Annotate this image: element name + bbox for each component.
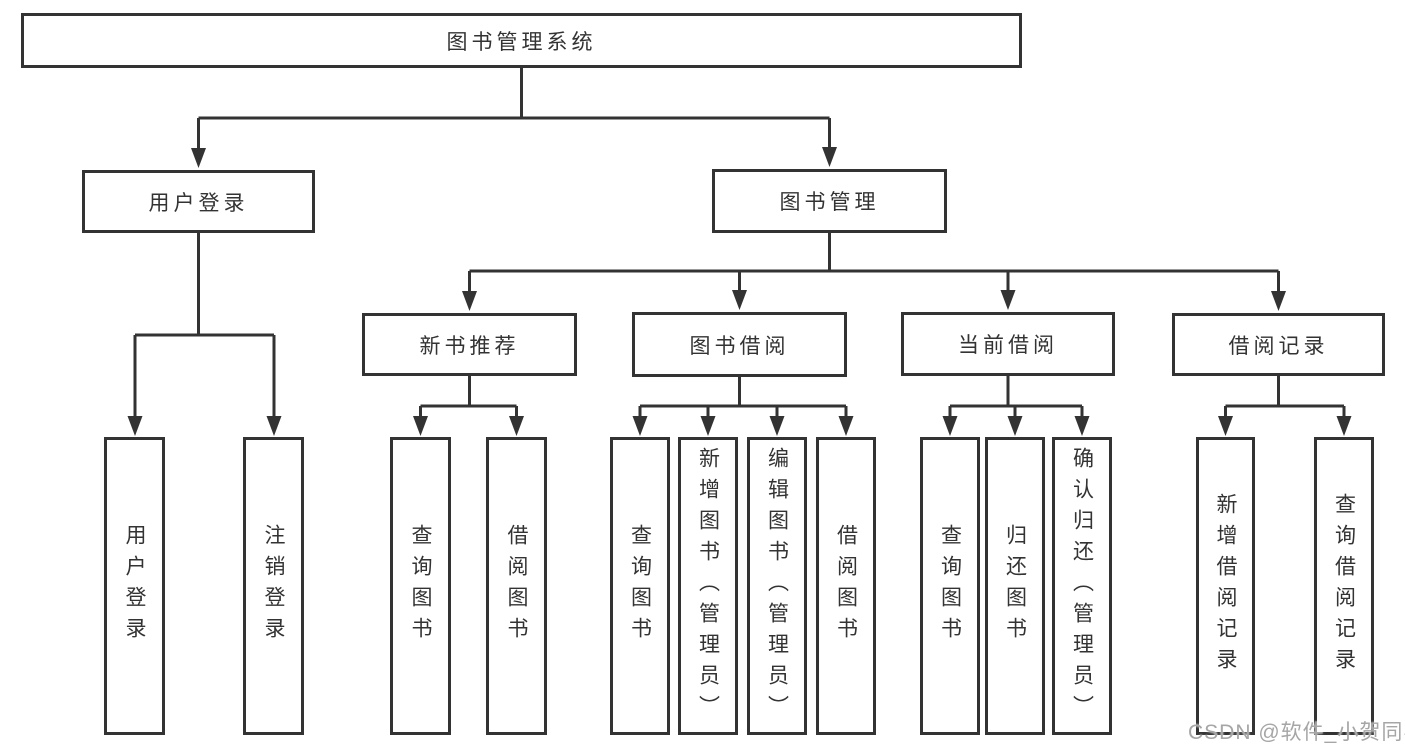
- arrow-to-leaf-user-login: [127, 335, 143, 436]
- leaf-add-books-admin: 新增图书（管理员）: [678, 437, 738, 735]
- leaf-query-books-recommend: 查询图书: [390, 437, 451, 735]
- arrow-to-cb-return: [1007, 406, 1023, 436]
- connector-root-split: [198, 68, 830, 120]
- leaf-label: 归还图书: [1003, 524, 1027, 648]
- connector-user-login-split: [135, 233, 274, 337]
- leaf-add-borrow-record: 新增借阅记录: [1196, 437, 1255, 735]
- leaf-label: 借阅图书: [505, 524, 528, 648]
- arrow-to-bb-borrow: [838, 406, 854, 436]
- arrow-to-borrow-records: [1271, 271, 1286, 311]
- node-book-borrowing: 图书借阅: [632, 312, 847, 377]
- arrow-to-br-add: [1218, 406, 1233, 436]
- leaf-user-login: 用户登录: [104, 437, 165, 735]
- arrow-to-cb-query: [942, 406, 958, 436]
- leaf-label: 借阅图书: [834, 524, 858, 648]
- arrow-to-bb-query: [632, 406, 648, 436]
- leaf-query-books-current: 查询图书: [920, 437, 980, 735]
- leaf-label: 查询图书: [628, 524, 652, 648]
- connector-current-borrow-split: [950, 376, 1082, 408]
- node-current-borrowing: 当前借阅: [901, 312, 1115, 376]
- arrow-to-new-book-rec: [462, 271, 477, 311]
- leaf-label: 注销登录: [262, 524, 285, 648]
- leaf-label: 确认归还（管理员）: [1070, 446, 1094, 726]
- leaf-label: 查询借阅记录: [1332, 493, 1356, 679]
- leaf-borrow-books: 借阅图书: [816, 437, 876, 735]
- arrow-to-leaf-logout: [266, 335, 282, 436]
- node-library-management-system: 图书管理系统: [21, 13, 1022, 68]
- node-new-book-recommendation: 新书推荐: [362, 313, 577, 376]
- arrow-to-current-borrow: [1000, 271, 1016, 310]
- leaf-label: 查询图书: [938, 524, 962, 648]
- leaf-query-books-borrowing: 查询图书: [610, 437, 670, 735]
- arrow-to-cb-confirm: [1074, 406, 1090, 436]
- connector-new-book-split: [420, 376, 517, 408]
- leaf-edit-books-admin: 编辑图书（管理员）: [747, 437, 807, 735]
- leaf-label: 编辑图书（管理员）: [765, 446, 789, 726]
- arrow-to-book-mgmt: [822, 118, 837, 167]
- arrow-to-br-query: [1336, 406, 1352, 436]
- leaf-label: 新增借阅记录: [1214, 493, 1237, 679]
- connector-book-mgmt-split: [469, 233, 1279, 273]
- leaf-label: 查询图书: [409, 524, 432, 648]
- leaf-label: 用户登录: [123, 524, 146, 648]
- arrow-to-bb-add: [700, 406, 716, 436]
- node-user-login: 用户登录: [82, 170, 315, 233]
- leaf-logout: 注销登录: [243, 437, 304, 735]
- leaf-label: 新增图书（管理员）: [696, 446, 720, 726]
- connector-book-borrow-split: [640, 377, 846, 408]
- leaf-confirm-return-admin: 确认归还（管理员）: [1052, 437, 1112, 735]
- arrow-to-book-borrow: [732, 271, 747, 310]
- leaf-borrow-books-recommend: 借阅图书: [486, 437, 547, 735]
- leaf-query-borrow-record: 查询借阅记录: [1314, 437, 1374, 735]
- csdn-watermark: CSDN @软件_小贺同学: [1188, 721, 1405, 744]
- arrow-to-user-login: [191, 118, 206, 168]
- node-borrowing-records: 借阅记录: [1172, 313, 1385, 376]
- arrow-to-nbr-borrow: [509, 406, 524, 436]
- leaf-return-books: 归还图书: [985, 437, 1045, 735]
- arrow-to-nbr-query: [413, 406, 428, 436]
- connector-borrow-records-split: [1225, 376, 1344, 408]
- arrow-to-bb-edit: [769, 406, 785, 436]
- node-book-management: 图书管理: [712, 169, 947, 233]
